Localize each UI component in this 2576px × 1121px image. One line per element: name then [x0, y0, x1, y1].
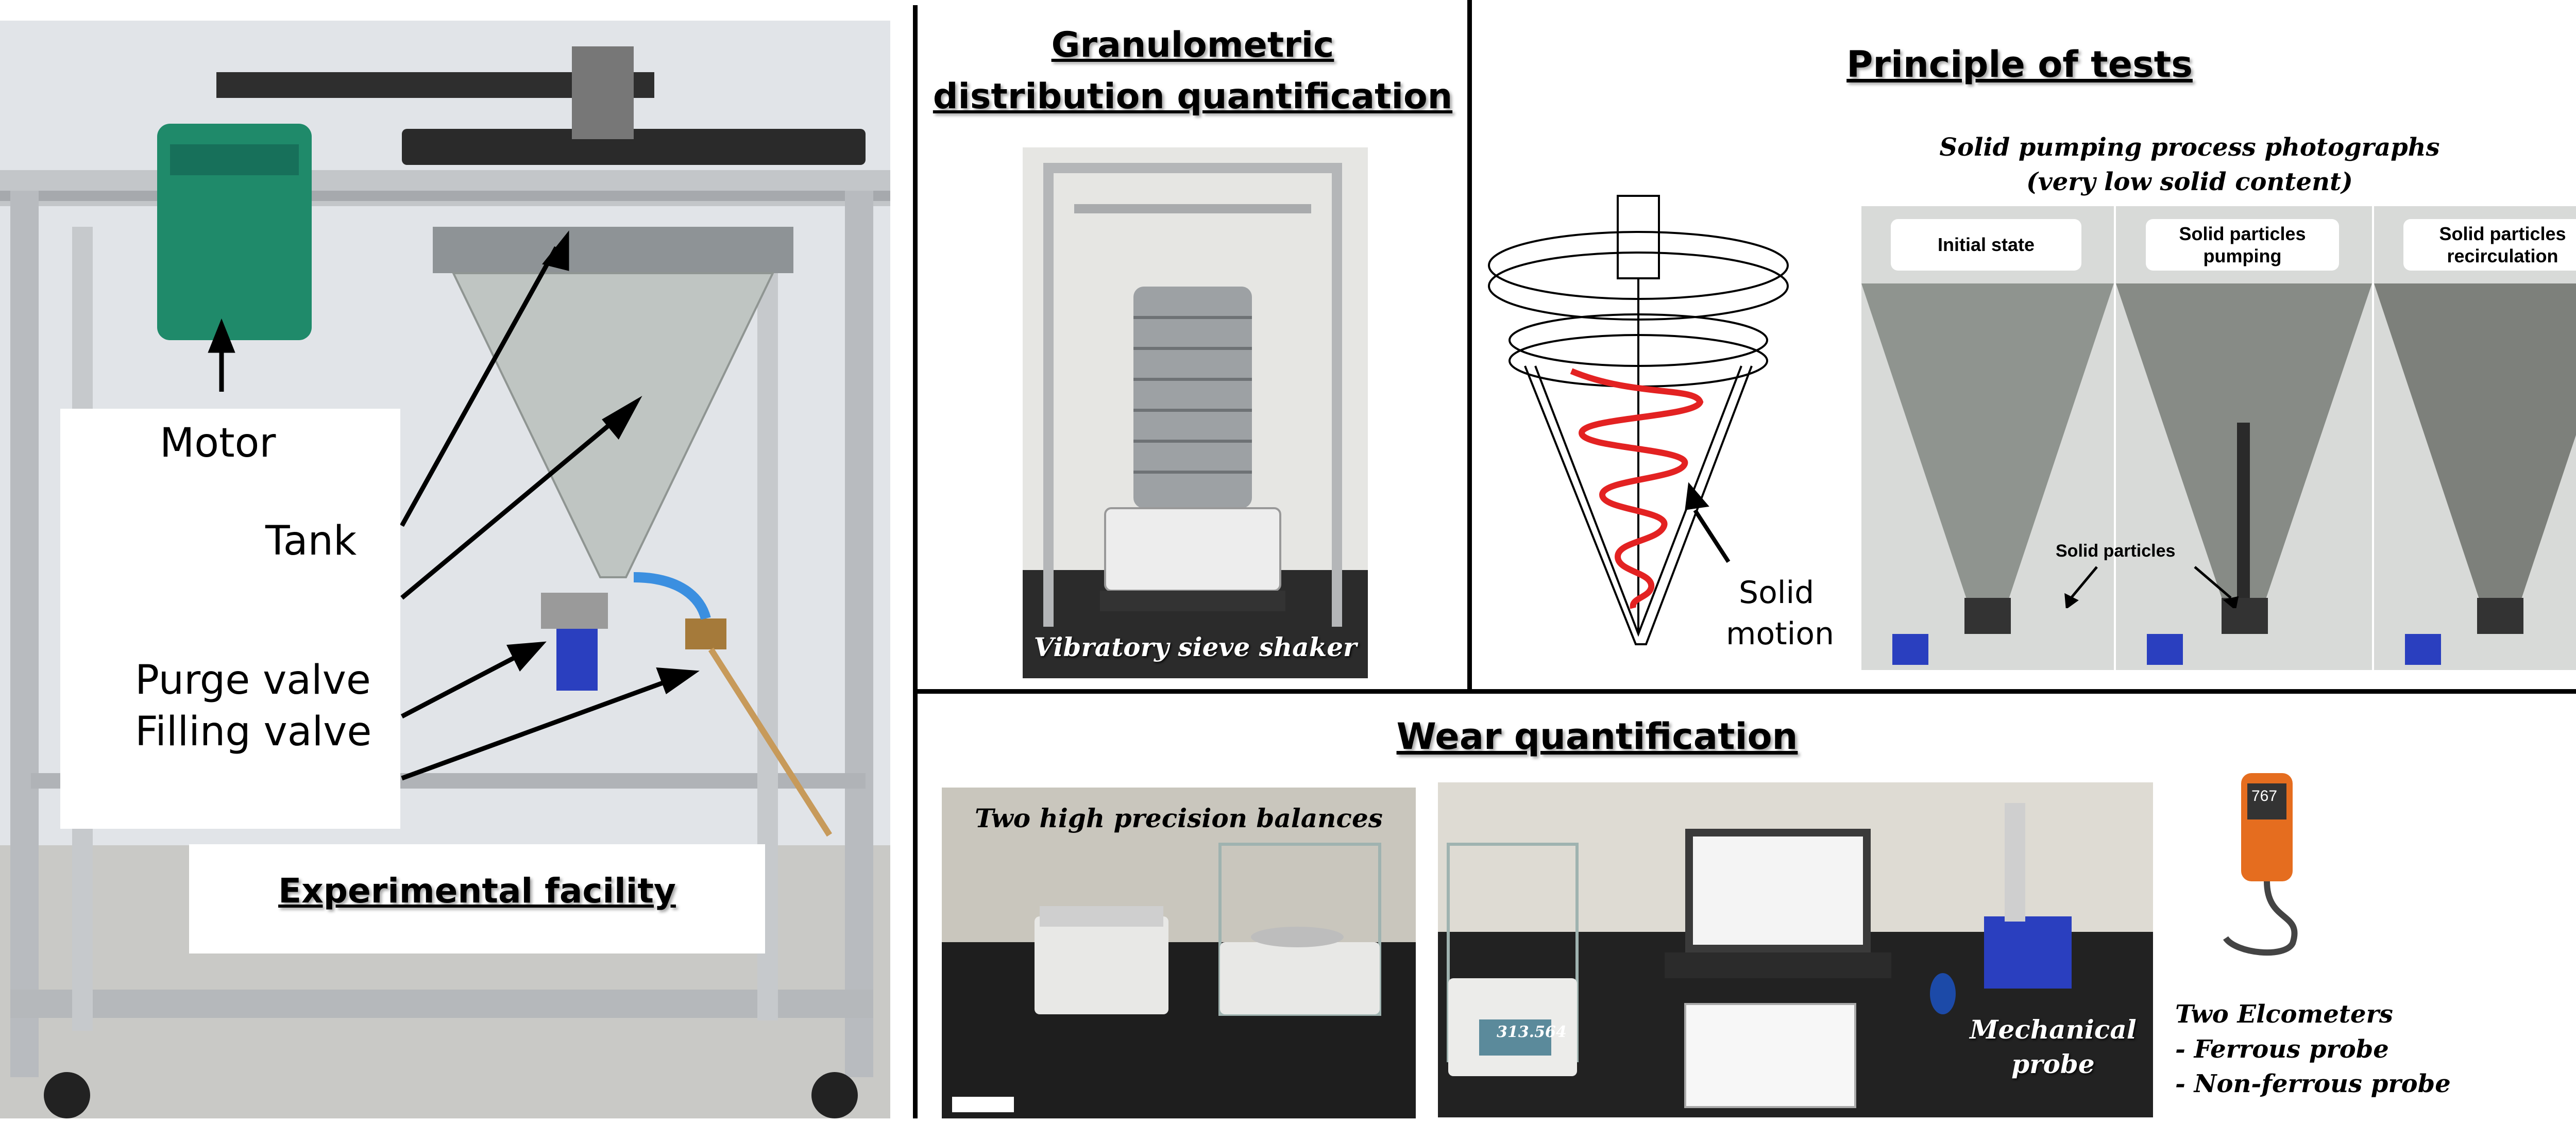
facility-caption: Experimental facility — [278, 871, 676, 911]
pumping-photo-pumping-drawing — [2116, 206, 2372, 670]
label-tank: Tank — [265, 518, 357, 564]
elcometers-title: Two Elcometers — [2175, 1000, 2393, 1029]
state-label-pumping: Solid particles pumping — [2146, 219, 2339, 271]
impeller-drawing — [1479, 191, 1798, 655]
solid-motion-label-line1: Solid — [1739, 575, 1815, 611]
divider-vertical-left — [913, 5, 918, 1118]
state-label-recirculation: Solid particles recirculation — [2403, 219, 2576, 271]
granulometry-title-line1: Granulometric — [1051, 25, 1334, 65]
solid-motion-label-line2: motion — [1726, 616, 1835, 652]
sieve-shaker-caption: Vibratory sieve shaker — [1033, 632, 1357, 662]
mechanical-probe-caption-line2: probe — [2011, 1049, 2095, 1079]
principle-title: Principle of tests — [1846, 43, 2193, 86]
wear-title: Wear quantification — [1396, 715, 1798, 758]
pumping-photo-recirculation-drawing — [2374, 206, 2576, 670]
elcometers-item-ferrous: - Ferrous probe — [2175, 1035, 2389, 1064]
balance-readout: 313.564 — [1497, 1023, 1567, 1041]
balances-drawing — [942, 788, 1416, 1118]
pumping-photo-pumping — [2116, 206, 2372, 670]
facility-labels-panel — [60, 409, 400, 829]
impeller-svg — [1488, 195, 1789, 645]
elcometer-readout: 767 — [2251, 788, 2278, 805]
state-label-initial: Initial state — [1891, 219, 2081, 271]
sieve-shaker-drawing — [1023, 147, 1368, 678]
mechanical-probe-caption-line1: Mechanical — [1970, 1014, 2137, 1045]
pumping-photo-initial — [1861, 206, 2114, 670]
label-filling-valve: Filling valve — [135, 709, 372, 755]
facility-caption-box — [189, 844, 765, 953]
pumping-photo-recirculation — [2374, 206, 2576, 670]
label-motor: Motor — [160, 420, 276, 466]
photos-caption-line1: Solid pumping process photographs — [1939, 133, 2440, 162]
balances-photo — [942, 788, 1416, 1118]
lab-bench-drawing — [1438, 782, 2153, 1117]
granulometry-title-line2: distribution quantification — [933, 76, 1453, 117]
divider-vertical-middle — [1467, 0, 1472, 691]
photos-caption-line2: (very low solid content) — [2026, 168, 2353, 196]
elcometer-drawing — [2223, 773, 2298, 956]
pumping-photo-initial-drawing — [1861, 206, 2114, 670]
solid-particles-arrows — [2064, 566, 2239, 608]
label-purge-valve: Purge valve — [135, 657, 371, 704]
solid-particles-label: Solid particles — [2056, 541, 2176, 561]
balances-caption: Two high precision balances — [975, 803, 1383, 833]
divider-horizontal — [913, 689, 2576, 694]
elcometer-photo — [2215, 768, 2370, 969]
lab-bench-photo — [1438, 782, 2153, 1117]
sieve-shaker-photo — [1023, 147, 1368, 678]
elcometers-item-non-ferrous: - Non-ferrous probe — [2175, 1069, 2451, 1098]
